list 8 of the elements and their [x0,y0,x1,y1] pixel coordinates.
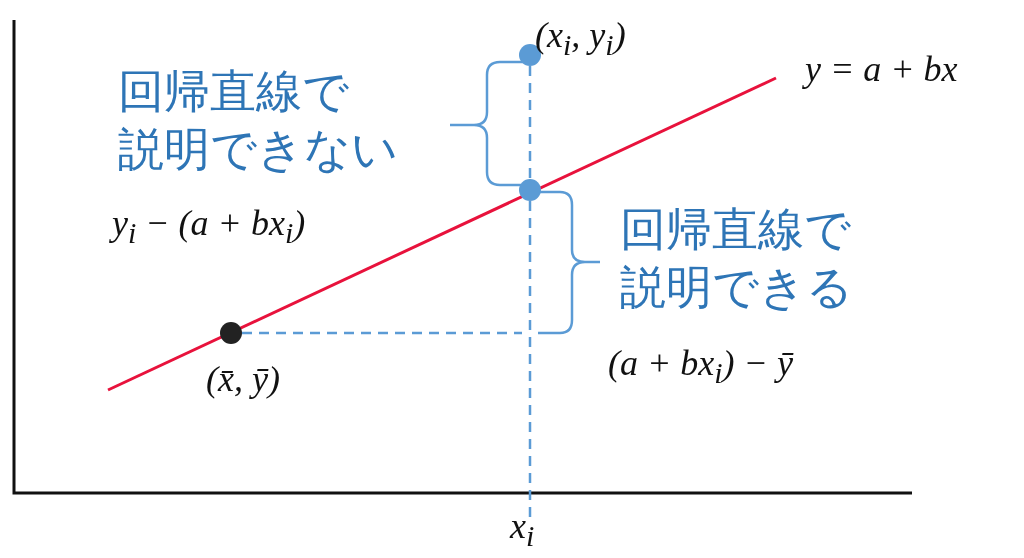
equation-label: (a + bx$_{i}$) − ȳ [608,342,793,391]
annotation-text: 回帰直線で説明できない [118,63,399,178]
dashed-line [242,331,522,335]
dashed-line [528,66,532,179]
annotation-text: 回帰直線で説明できる [620,201,854,316]
axis-label: x$_{i}$ [510,505,535,554]
coordinate-label: (x$_{i}$, y$_{i}$) [535,14,626,63]
coordinate-label: (x̄, ȳ) [206,358,280,400]
